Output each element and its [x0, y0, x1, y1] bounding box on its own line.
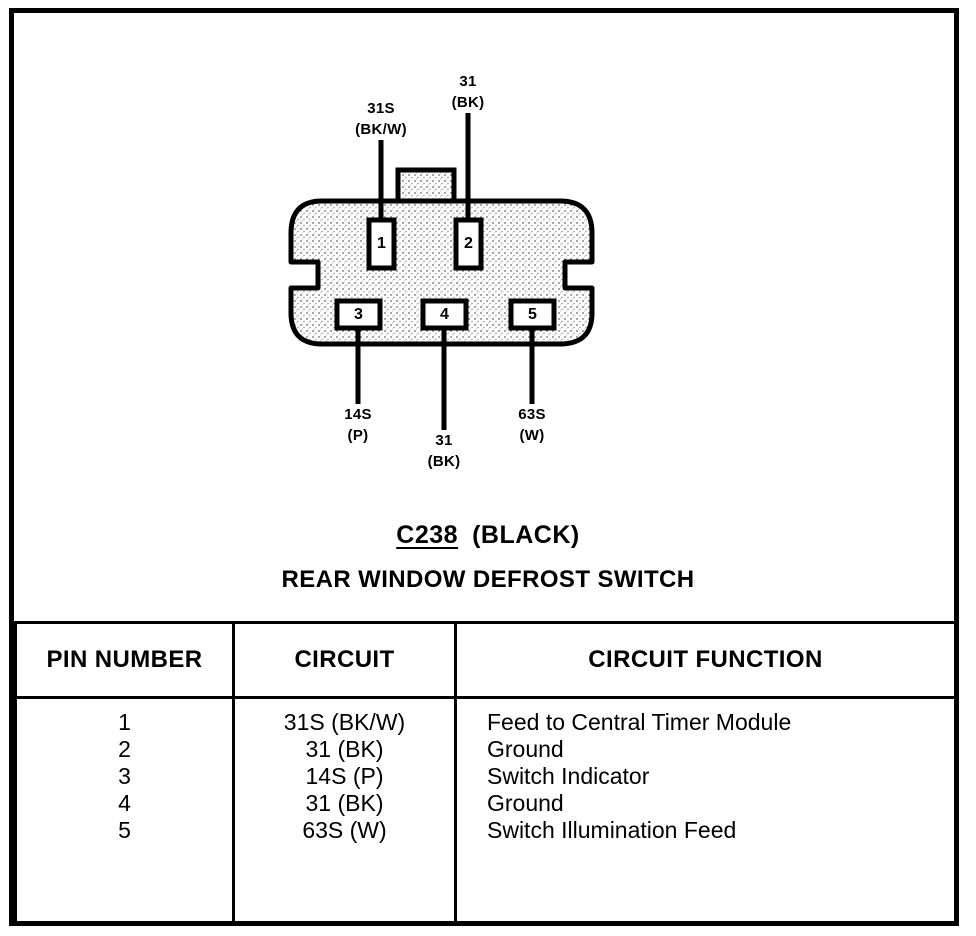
cell-pin-3: 3	[118, 763, 131, 789]
wire-color-3: (P)	[347, 427, 369, 444]
circuit-function-column: Feed to Central Timer Module Ground Swit…	[454, 697, 957, 925]
wire-label-pin-4: 31 (BK)	[399, 430, 489, 472]
cell-circuit-1: 31S (BK/W)	[283, 709, 406, 735]
table-header-row: PIN NUMBER CIRCUIT CIRCUIT FUNCTION	[14, 621, 957, 699]
connector-diagram: 1 2 3 4 5 31S (BK/W) 31 (BK) 14S (P) 31 …	[288, 71, 595, 472]
wire-label-pin-5: 63S (W)	[487, 404, 577, 446]
cell-pin-5: 5	[118, 817, 131, 843]
cell-circuit-2: 31 (BK)	[305, 736, 384, 762]
connector-color: (BLACK)	[472, 521, 580, 549]
column-header-pin-number: PIN NUMBER	[14, 621, 235, 699]
table-body-row: 1 2 3 4 5 31S (BK/W) 31 (BK) 14S (P) 31 …	[14, 697, 957, 925]
cell-function-4: Ground	[487, 790, 564, 816]
pin-box-2	[453, 217, 484, 271]
cell-function-2: Ground	[487, 736, 564, 762]
column-header-circuit-function: CIRCUIT FUNCTION	[454, 621, 957, 699]
wire-circuit-2: 31	[459, 73, 477, 90]
wire-label-pin-3: 14S (P)	[313, 404, 403, 446]
cell-circuit-5: 63S (W)	[302, 817, 387, 843]
wire-color-4: (BK)	[427, 453, 461, 470]
pin-box-4	[420, 298, 469, 331]
wire-circuit-5: 63S	[518, 406, 546, 423]
wire-color-1: (BK/W)	[355, 121, 407, 138]
pin-number-column: 1 2 3 4 5	[14, 697, 235, 925]
pin-box-1	[366, 217, 397, 271]
column-header-circuit: CIRCUIT	[232, 621, 457, 699]
wire-circuit-1: 31S	[367, 100, 395, 117]
pin-number-5: 5	[528, 306, 537, 323]
cell-pin-1: 1	[118, 709, 131, 735]
cell-circuit-3: 14S (P)	[305, 763, 384, 789]
wire-circuit-3: 14S	[344, 406, 372, 423]
cell-function-3: Switch Indicator	[487, 763, 650, 789]
cell-function-1: Feed to Central Timer Module	[487, 709, 792, 735]
connector-id: C238	[396, 521, 459, 549]
pin-number-4: 4	[440, 306, 449, 323]
wire-label-pin-1: 31S (BK/W)	[331, 98, 431, 140]
cell-pin-2: 2	[118, 736, 131, 762]
pin-number-2: 2	[464, 235, 473, 252]
wire-label-pin-2: 31 (BK)	[423, 71, 513, 113]
wire-circuit-4: 31	[435, 432, 453, 449]
pin-box-3	[334, 298, 383, 331]
cell-function-5: Switch Illumination Feed	[487, 817, 737, 843]
connector-drawing	[288, 113, 595, 430]
cell-circuit-4: 31 (BK)	[305, 790, 384, 816]
pin-number-1: 1	[377, 235, 386, 252]
wire-color-5: (W)	[519, 427, 545, 444]
circuit-column: 31S (BK/W) 31 (BK) 14S (P) 31 (BK) 63S (…	[232, 697, 457, 925]
pin-box-5	[508, 298, 557, 331]
component-name: REAR WINDOW DEFROST SWITCH	[281, 566, 695, 593]
pin-number-3: 3	[354, 306, 363, 323]
wire-color-2: (BK)	[451, 94, 485, 111]
pin-function-table: PIN NUMBER CIRCUIT CIRCUIT FUNCTION 1 2 …	[14, 621, 957, 925]
cell-pin-4: 4	[118, 790, 131, 816]
connector-title: C238 (BLACK)	[0, 521, 976, 550]
